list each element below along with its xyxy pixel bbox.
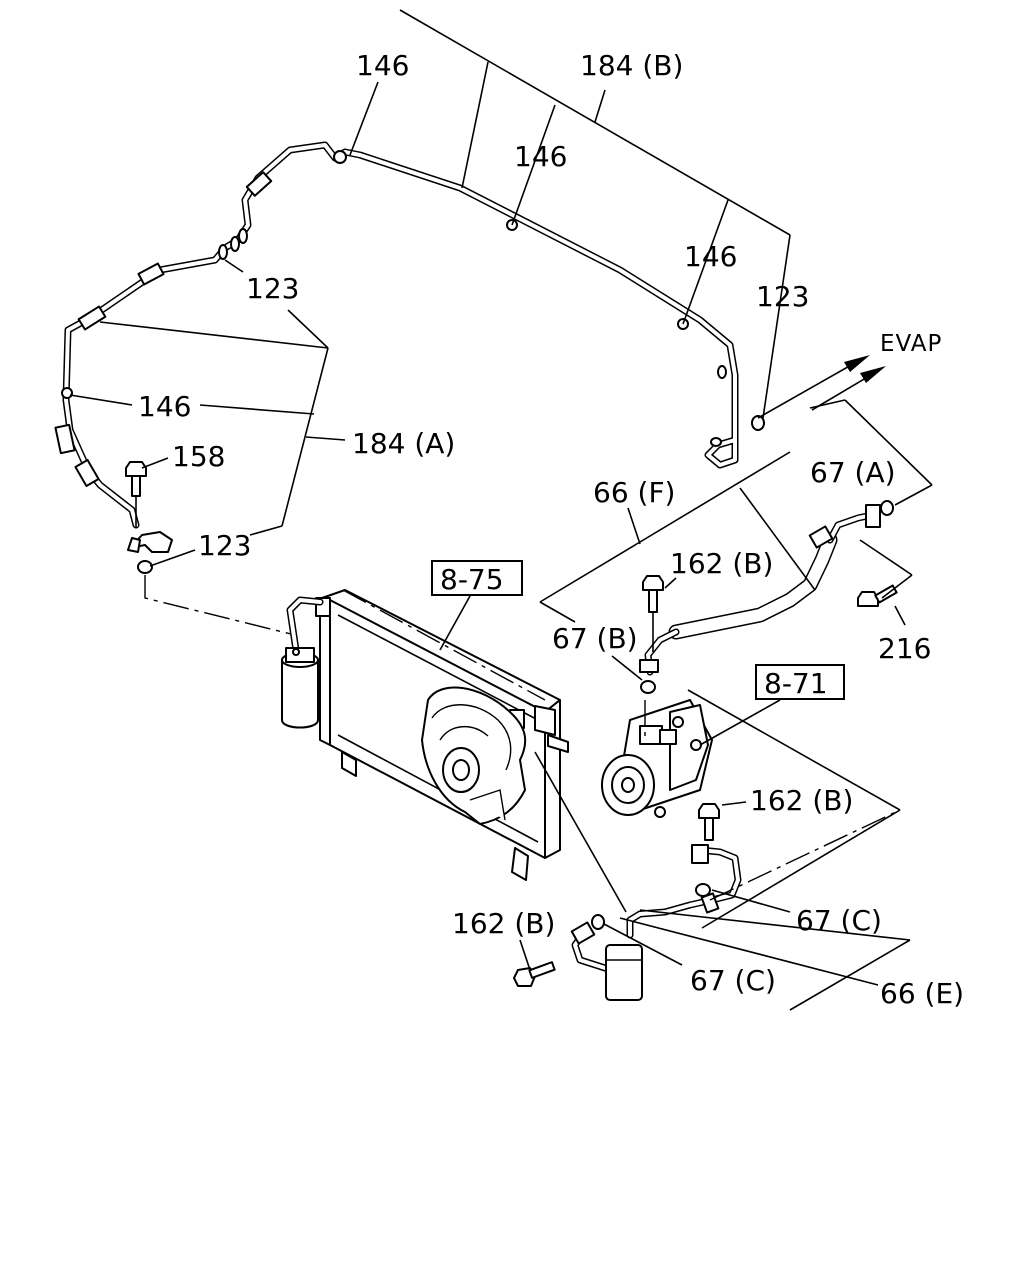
bolt-162b-left (513, 961, 556, 987)
label-123-left: 123 (246, 272, 299, 305)
evap-arrows (757, 355, 886, 419)
pipe-184 (54, 141, 739, 553)
label-216: 216 (878, 632, 931, 665)
bolt-162b-mid (698, 803, 720, 841)
label-162b-top: 162 (B) (670, 547, 773, 580)
leader-lines-upper (69, 9, 791, 567)
receiver-drier (281, 596, 324, 729)
label-162b-left: 162 (B) (452, 907, 555, 940)
label-67c-right: 67 (C) (796, 904, 882, 937)
label-146-mid: 146 (514, 140, 567, 173)
label-146-left: 146 (138, 390, 191, 423)
label-66e: 66 (E) (880, 977, 964, 1010)
compressor (601, 699, 713, 818)
o-ring-123-right (751, 415, 765, 431)
bolt-216 (857, 584, 898, 607)
label-123-right: 123 (756, 280, 809, 313)
label-evap: EVAP (880, 331, 942, 357)
bolt-158 (125, 461, 147, 528)
condenser-fan (421, 686, 527, 825)
bolt-162b-top (642, 575, 664, 652)
label-67a: 67 (A) (810, 456, 896, 489)
label-67c-bottom: 67 (C) (690, 964, 776, 997)
hose-66e (570, 844, 742, 1001)
ref-box-8-71 (755, 664, 845, 700)
label-146-right: 146 (684, 240, 737, 273)
label-184a: 184 (A) (352, 427, 455, 460)
label-158: 158 (172, 440, 225, 473)
hose-66f (639, 500, 894, 694)
label-66f: 66 (F) (593, 476, 675, 509)
label-ref-8-71: 8-71 (764, 667, 828, 700)
ref-box-8-75 (431, 560, 523, 596)
o-ring-123-bottom (137, 560, 153, 574)
label-162b-mid: 162 (B) (750, 784, 853, 817)
label-146-top: 146 (356, 49, 409, 82)
label-ref-8-75: 8-75 (440, 563, 504, 596)
label-67b: 67 (B) (552, 622, 638, 655)
label-184b: 184 (B) (580, 49, 683, 82)
label-123-bottom: 123 (198, 529, 251, 562)
leader-lines-lower (439, 399, 933, 1011)
